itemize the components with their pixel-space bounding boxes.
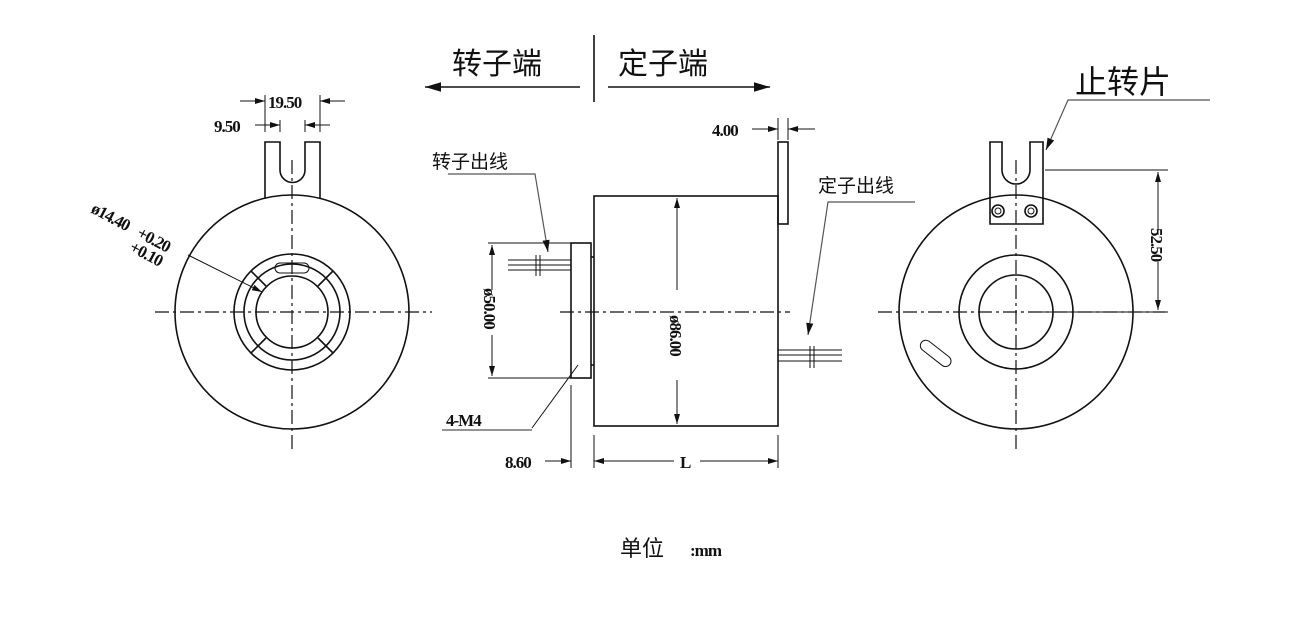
dim-tab-thickness: 4.00 bbox=[712, 121, 738, 140]
rotor-wires-label: 转子出线 bbox=[432, 151, 508, 173]
dim-slot-inner: 9.50 bbox=[214, 117, 240, 136]
dim-holes: 4-M4 bbox=[446, 411, 482, 430]
unit-label: 单位 bbox=[620, 537, 664, 562]
dim-slot-outer: 19.50 bbox=[268, 93, 302, 112]
rotor-end-view: 19.50 9.50 ø14.40 +0.20 +0.10 bbox=[88, 93, 432, 450]
unit-note: 单位 :mm bbox=[620, 537, 723, 562]
stator-end-view: 52.50 止转片 bbox=[878, 63, 1210, 450]
dim-bore: ø14.40 bbox=[88, 199, 133, 235]
dim-length: L bbox=[680, 453, 691, 472]
stator-wires-label: 定子出线 bbox=[818, 175, 894, 197]
dim-body-dia: ø86.00 bbox=[666, 315, 685, 356]
side-view: 转子出线 定子出线 4.00 ø50.00 ø86.00 4-M4 8.60 L bbox=[432, 118, 915, 472]
unit-value: :mm bbox=[690, 541, 722, 560]
dim-flange-dia: ø50.00 bbox=[480, 288, 499, 329]
dim-tab-height: 52.50 bbox=[1147, 228, 1166, 262]
stator-end-title: 定子端 bbox=[618, 47, 708, 82]
rotor-end-title: 转子端 bbox=[452, 47, 542, 82]
header: 转子端 定子端 bbox=[425, 35, 770, 102]
dim-flange-thickness: 8.60 bbox=[505, 453, 531, 472]
stop-tab-label: 止转片 bbox=[1075, 63, 1171, 101]
